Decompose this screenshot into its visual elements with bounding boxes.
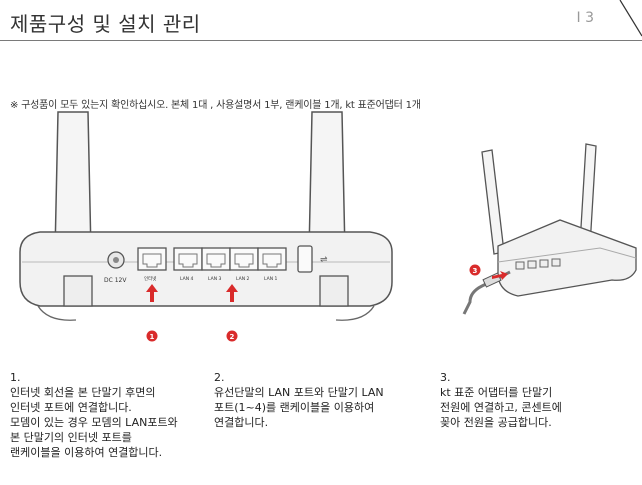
router-side-illustration: 3 (462, 143, 637, 315)
step-number: 3. (440, 371, 451, 384)
port-label: LAN 2 (236, 276, 249, 282)
step-text: 인터넷 회선을 본 단말기 후면의 (10, 386, 156, 399)
step-text: kt 표준 어댑터를 단말기 (440, 386, 553, 399)
callout-1: 1 (150, 333, 155, 341)
step-2: 2. 유선단말의 LAN 포트와 단말기 LAN 포트(1~4)를 랜케이블을 … (214, 370, 384, 430)
step-text: 유선단말의 LAN 포트와 단말기 LAN (214, 386, 384, 399)
callout-3: 3 (473, 267, 478, 275)
step-number: 1. (10, 371, 21, 384)
port-label: 인터넷 (144, 275, 156, 282)
dc-label: DC 12V (104, 277, 127, 284)
step-text: 꽂아 전원을 공급합니다. (440, 416, 552, 429)
arrow-up-icon (146, 284, 158, 302)
page-title: 제품구성 및 설치 관리 (10, 12, 201, 36)
components-note: ※ 구성품이 모두 있는지 확인하십시오. 본체 1대 , 사용설명서 1부, … (10, 100, 421, 111)
step-3: 3. kt 표준 어댑터를 단말기 전원에 연결하고, 콘센트에 꽂아 전원을 … (440, 370, 562, 430)
svg-text:⇌: ⇌ (320, 255, 328, 265)
header-divider (0, 40, 642, 41)
step-text: 전원에 연결하고, 콘센트에 (440, 401, 562, 414)
step-text: 본 단말기의 인터넷 포트를 (10, 431, 132, 444)
router-back-illustration: ⇌ DC 12V 인터넷 LAN 4 LAN 3 LAN 2 LAN 1 1 2 (19, 111, 393, 342)
port-label: LAN 3 (208, 276, 221, 282)
step-text: 인터넷 포트에 연결합니다. (10, 401, 132, 414)
port-label: LAN 1 (264, 276, 277, 282)
step-text: 연결합니다. (214, 416, 269, 429)
arrow-right-icon (492, 271, 508, 280)
port-label: LAN 4 (180, 276, 193, 282)
step-text: 모뎀이 있는 경우 모뎀의 LAN포트와 (10, 416, 178, 429)
step-number: 2. (214, 371, 225, 384)
corner-fold-decoration (619, 0, 642, 37)
callout-2: 2 (230, 333, 235, 341)
step-text: 포트(1~4)를 랜케이블을 이용하여 (214, 401, 375, 414)
arrow-up-icon (226, 284, 238, 302)
page-number: I 3 (576, 10, 595, 26)
step-text: 랜케이블을 이용하여 연결합니다. (10, 446, 163, 459)
step-1: 1. 인터넷 회선을 본 단말기 후면의 인터넷 포트에 연결합니다. 모뎀이 … (10, 370, 178, 460)
